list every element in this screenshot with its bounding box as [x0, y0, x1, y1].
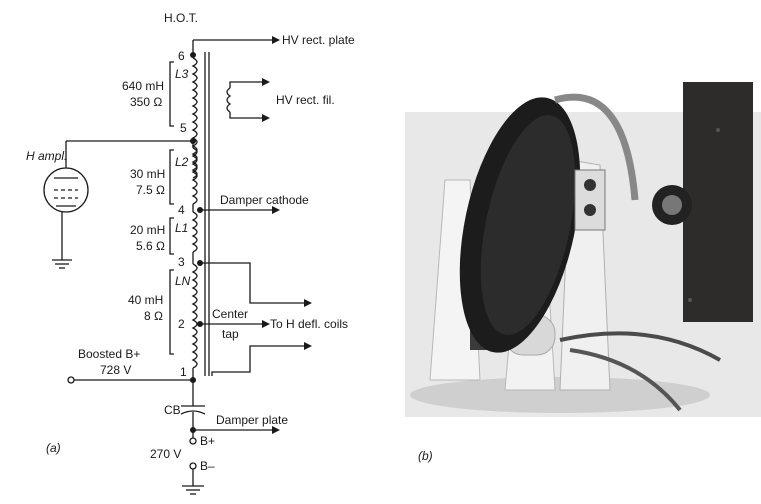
boosted-b-voltage: 728 V — [100, 363, 131, 377]
winding-l1-resistance: 5.6 Ω — [136, 239, 165, 253]
winding-ln-inductance: 40 mH — [128, 293, 163, 307]
coil-l2 — [191, 147, 198, 205]
photo-panel-b: (b) — [405, 82, 761, 463]
hv-fil-arrow-top — [262, 78, 270, 86]
b-plus-voltage: 270 V — [150, 447, 181, 461]
boosted-b-terminal — [67, 376, 75, 384]
winding-ln-resistance: 8 Ω — [144, 309, 163, 323]
tap-number-3: 3 — [178, 255, 185, 269]
bracket-l2 — [169, 149, 174, 205]
b-plus-label: B+ — [200, 434, 215, 448]
defl-coils-label: To H defl. coils — [270, 317, 348, 331]
winding-l1-inductance: 20 mH — [130, 223, 165, 237]
defl-lower-wire — [211, 345, 304, 376]
winding-l3-inductance: 640 mH — [122, 79, 164, 93]
b-minus-terminal — [189, 462, 197, 470]
hv-plate-arrow — [272, 36, 280, 44]
winding-name-ln: LN — [175, 274, 191, 288]
hv-plate-label: HV rect. plate — [282, 33, 355, 47]
center-tap-label-2: tap — [222, 327, 239, 341]
bracket-ln — [169, 269, 174, 355]
b-minus-label: B– — [200, 459, 215, 473]
coil-l3 — [191, 57, 198, 179]
tap-number-2: 2 — [178, 317, 185, 331]
tap-number-6: 6 — [178, 49, 185, 63]
h-ampl-label: H ampl. — [26, 149, 67, 163]
panel-label-b: (b) — [418, 449, 433, 463]
boosted-b-label: Boosted B+ — [78, 347, 140, 361]
hv-filament-coil — [226, 87, 232, 113]
winding-l2-inductance: 30 mH — [130, 167, 165, 181]
bracket-l1 — [169, 217, 174, 255]
winding-name-l1: L1 — [175, 221, 188, 235]
transformer-title: H.O.T. — [164, 11, 198, 25]
winding-name-l3: L3 — [175, 67, 189, 81]
defl-upper-wire — [200, 262, 304, 304]
tap-number-4: 4 — [178, 203, 185, 217]
b-plus-terminal — [189, 437, 197, 445]
photo-hv-lead — [554, 93, 639, 201]
winding-l2-resistance: 7.5 Ω — [136, 183, 165, 197]
tap-number-1: 1 — [180, 365, 187, 379]
winding-name-l2: L2 — [175, 155, 189, 169]
capacitor-label: CB — [164, 403, 181, 417]
photo-metal-panel — [683, 82, 753, 322]
panel-label-a: (a) — [46, 441, 61, 455]
photo-lead-1 — [559, 331, 721, 362]
hv-fil-arrow-bottom — [262, 114, 270, 122]
photo-lead-2 — [569, 348, 682, 412]
tap-number-5: 5 — [180, 121, 187, 135]
center-tap-label-1: Center — [212, 307, 248, 321]
capacitor-bottom-plate — [180, 410, 206, 415]
coil-l1 — [191, 211, 198, 253]
schematic-panel-a: H.O.T. 6 5 4 3 2 1 L3 L2 — [26, 11, 355, 495]
bracket-l3 — [169, 61, 174, 127]
damper-cathode-label: Damper cathode — [220, 193, 309, 207]
winding-l3-resistance: 350 Ω — [130, 95, 162, 109]
damper-plate-label: Damper plate — [216, 413, 288, 427]
coil-ln — [191, 263, 198, 369]
hv-filament-label: HV rect. fil. — [276, 93, 335, 107]
